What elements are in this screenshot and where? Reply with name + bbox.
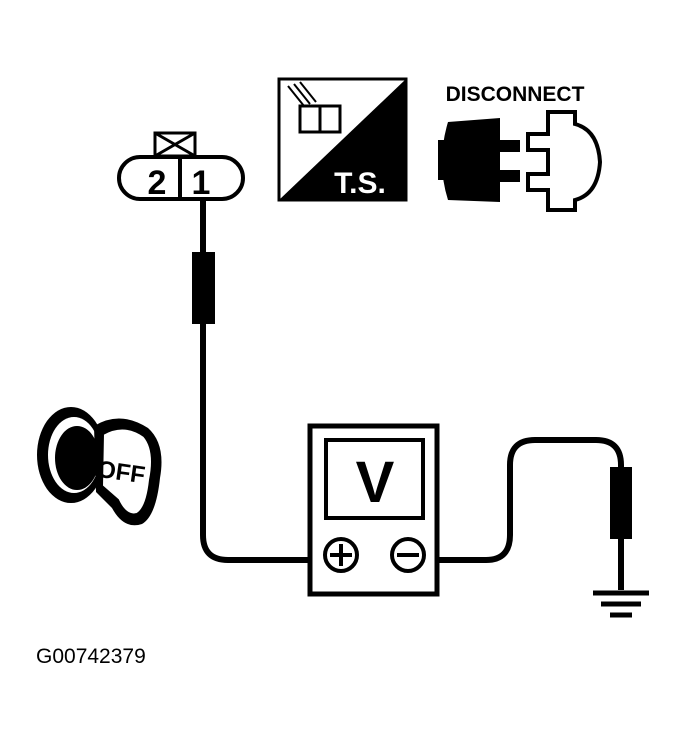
ground-symbol	[593, 590, 649, 618]
probe-tip-negative	[610, 467, 632, 539]
connector-pin-2-label: 2	[148, 164, 167, 202]
voltmeter-display	[324, 438, 425, 520]
probe-wire-positive	[192, 200, 322, 563]
disconnect-label: DISCONNECT	[446, 83, 585, 106]
disconnect-icon	[438, 110, 603, 212]
connector-pin-1-label: 1	[192, 164, 211, 202]
voltmeter-display-label: V	[356, 450, 395, 515]
connector: 2 1	[117, 131, 245, 202]
ignition-key-label: OFF	[95, 456, 146, 489]
test-connector-icon	[287, 81, 342, 134]
ignition-key-off-icon: OFF	[37, 407, 162, 526]
figure-id: G00742379	[36, 645, 146, 668]
ts-label: T.S.	[334, 167, 386, 200]
disconnect-badge: DISCONNECT	[438, 83, 603, 212]
probe-tip-positive	[192, 252, 215, 324]
probe-wire-negative	[428, 437, 632, 590]
voltmeter: V	[307, 423, 440, 597]
connector-latch-icon	[153, 131, 197, 158]
ts-badge: T.S.	[277, 77, 408, 202]
positive-terminal-icon	[323, 537, 359, 573]
negative-terminal-icon	[390, 537, 426, 573]
